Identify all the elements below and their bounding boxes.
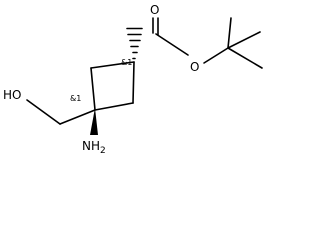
ring-bond-top [90, 61, 135, 69]
solid-wedge-bond [90, 108, 98, 135]
ring-bond-left [90, 67, 96, 111]
o-tbutyl-bond [203, 47, 229, 64]
hydroxymethyl-bond-2 [26, 99, 61, 125]
ring-bond-bottom [94, 102, 134, 111]
amine-symbol: NH [82, 139, 100, 153]
tbutyl-methyl-down [227, 47, 263, 69]
ester-bond [155, 33, 189, 56]
hydroxyl-label: HO [3, 88, 21, 102]
hydroxymethyl-bond-1 [59, 109, 96, 125]
chemical-structure: O O &1 &1 NH2 HO [3, 3, 263, 156]
amine-label: NH2 [82, 139, 106, 156]
stereo-label-lower: &1 [70, 94, 81, 103]
stereo-label-upper: &1 [121, 58, 132, 67]
ester-oxygen-label: O [190, 60, 199, 74]
ring-bond-right [132, 61, 135, 104]
hashed-wedge-bond [126, 27, 143, 60]
amine-subscript: 2 [100, 146, 106, 156]
carbonyl-oxygen-label: O [150, 3, 159, 17]
tbutyl-methyl-right [227, 31, 261, 49]
tbutyl-methyl-up [227, 17, 232, 49]
